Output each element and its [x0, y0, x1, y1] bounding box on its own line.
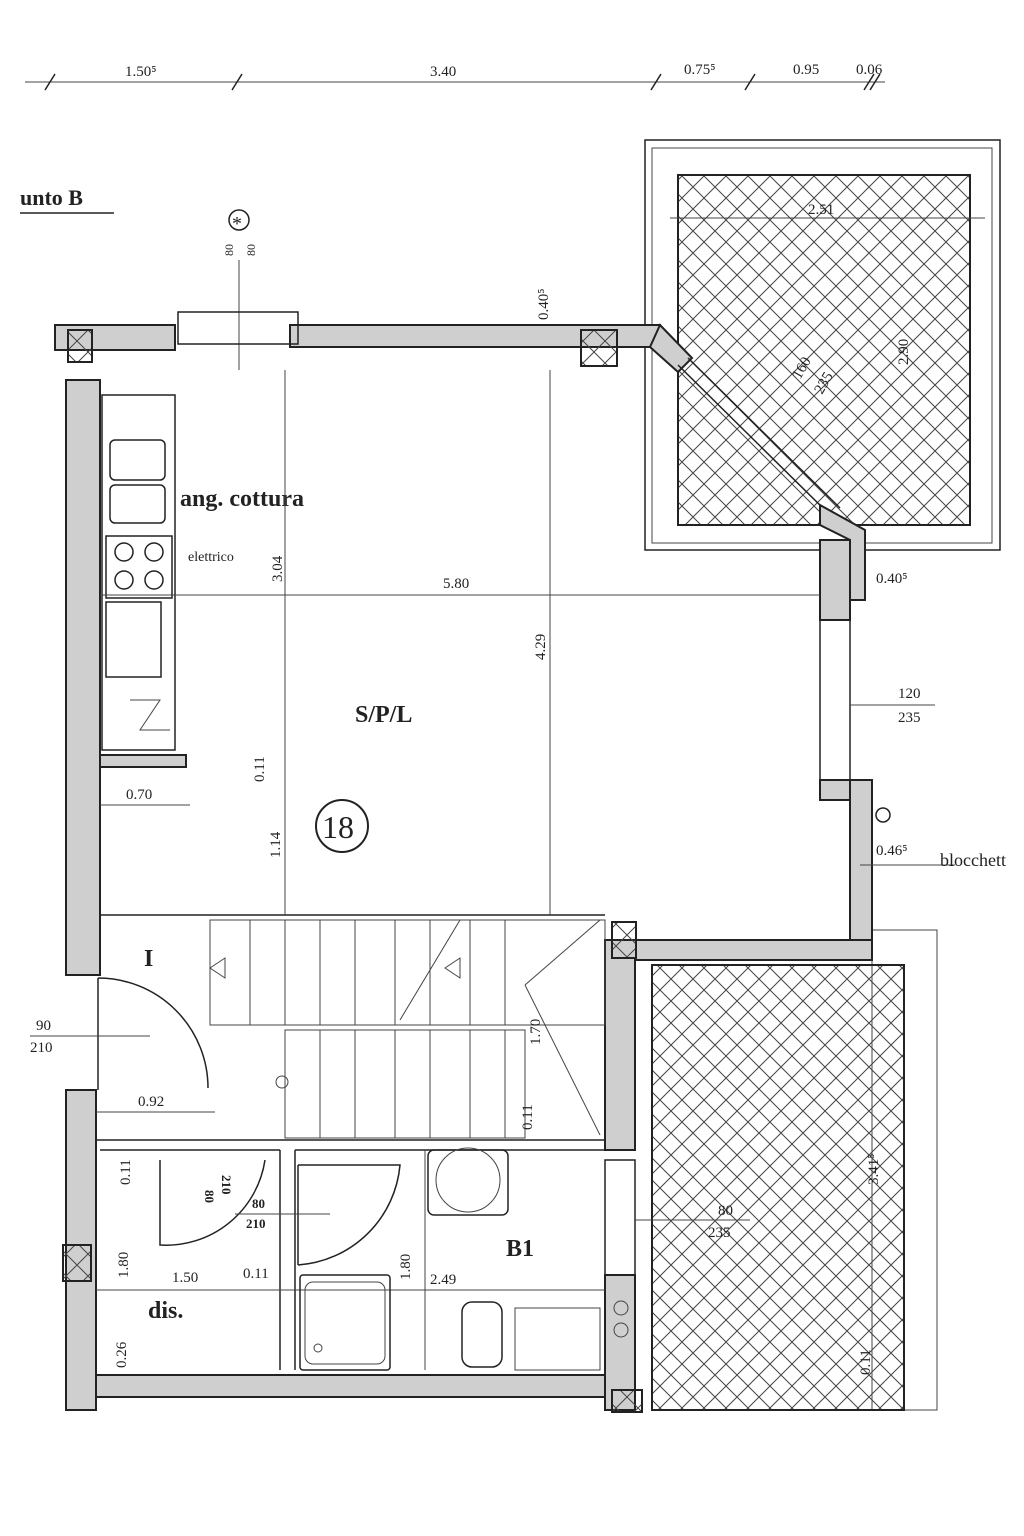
room-label-kitchen: ang. cottura [180, 486, 304, 512]
svg-text:0.11: 0.11 [243, 1266, 269, 1282]
room-label-hallway: dis. [148, 1298, 183, 1324]
unit-number: 18 [322, 809, 354, 845]
staircase: 1.70 0.11 [209, 919, 606, 1139]
blocchetto-label: blocchett [940, 850, 1006, 870]
room-label-entrance: I [144, 946, 153, 972]
svg-text:80: 80 [222, 244, 236, 256]
svg-text:5.80: 5.80 [443, 576, 469, 592]
svg-text:0.40⁵: 0.40⁵ [876, 571, 907, 587]
section-label: unto B [20, 185, 83, 210]
svg-text:90: 90 [36, 1018, 51, 1034]
walls [54, 311, 873, 1413]
dim-label: 1.50⁵ [125, 64, 156, 80]
svg-text:3.41⁵: 3.41⁵ [866, 1154, 882, 1185]
svg-text:120: 120 [898, 686, 921, 702]
svg-text:210: 210 [219, 1175, 234, 1195]
svg-text:80: 80 [244, 244, 258, 256]
balcony-bottom: 3.41⁵ 0.11 [651, 929, 938, 1411]
svg-text:*: * [232, 213, 242, 235]
dim-label: 0.95 [793, 62, 819, 78]
balcony-top: 2.51 2.90 160 235 [644, 139, 1001, 551]
svg-text:0.11: 0.11 [858, 1349, 874, 1375]
svg-text:0.11: 0.11 [118, 1159, 134, 1185]
svg-text:4.29: 4.29 [533, 634, 549, 660]
svg-text:0.11: 0.11 [520, 1104, 536, 1130]
svg-text:210: 210 [30, 1040, 53, 1056]
entrance: I 90 210 0.92 [30, 946, 215, 1113]
dim-label: 3.40 [430, 64, 456, 80]
svg-text:2.51: 2.51 [808, 202, 834, 218]
living-room-dimensions: 5.80 3.04 4.29 0.40⁵ 0.40⁵ 120 235 0.11 … [100, 289, 1006, 915]
svg-text:0.11: 0.11 [252, 756, 268, 782]
svg-text:1.80: 1.80 [398, 1254, 414, 1280]
dim-label: 0.06 [856, 62, 883, 78]
room-label-living: S/P/L [355, 702, 412, 728]
svg-text:235: 235 [708, 1225, 731, 1241]
svg-text:2.49: 2.49 [430, 1272, 456, 1288]
svg-text:1.70: 1.70 [528, 1019, 544, 1045]
bathroom: 1.80 2.49 B1 80 235 [299, 1147, 750, 1371]
svg-text:0.70: 0.70 [126, 787, 152, 803]
svg-text:3.04: 3.04 [270, 555, 286, 582]
top-dimension-line: 1.50⁵ 3.40 0.75⁵ 0.95 0.06 [25, 62, 885, 91]
hallway: 80 210 80 210 0.11 1.80 1.50 0.11 dis. 0… [96, 1159, 605, 1368]
svg-text:80: 80 [252, 1196, 265, 1211]
kitchen-note: elettrico [188, 550, 234, 565]
svg-text:0.92: 0.92 [138, 1094, 164, 1110]
svg-text:0.26: 0.26 [114, 1341, 130, 1368]
svg-text:0.46⁵: 0.46⁵ [876, 843, 907, 859]
svg-text:80: 80 [718, 1203, 733, 1219]
svg-text:210: 210 [246, 1216, 266, 1231]
room-label-bathroom: B1 [506, 1236, 534, 1262]
svg-text:235: 235 [898, 710, 921, 726]
section-marker: * 80 80 [222, 209, 258, 370]
svg-text:2.90: 2.90 [896, 339, 912, 365]
kitchen-counter: ang. cottura elettrico [99, 394, 304, 768]
svg-text:0.40⁵: 0.40⁵ [536, 289, 552, 320]
svg-text:1.80: 1.80 [116, 1252, 132, 1278]
svg-text:1.14: 1.14 [268, 831, 284, 858]
dim-label: 0.75⁵ [684, 62, 715, 78]
svg-text:1.50: 1.50 [172, 1270, 198, 1286]
svg-text:80: 80 [202, 1190, 217, 1203]
